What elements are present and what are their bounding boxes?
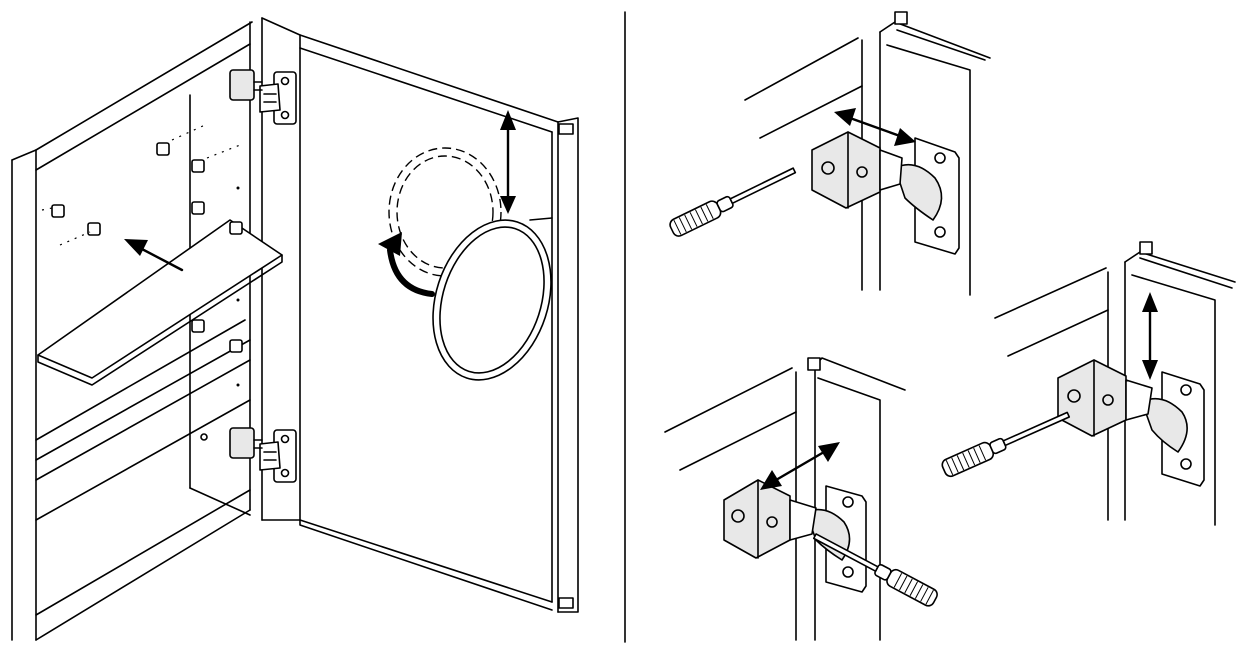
hinge-plate-icon (894, 137, 960, 255)
hinge-depth-adjustment-panel (667, 11, 991, 296)
cabinet-panel (11, 17, 579, 641)
horizontal-double-arrow-icon (834, 108, 916, 146)
screwdriver-icon (667, 161, 799, 239)
rotate-arrow-icon (378, 232, 435, 297)
glass-shelf (37, 219, 283, 386)
hinge-height-adjustment-panel (939, 241, 1236, 526)
hinge-arm-icon (1057, 359, 1153, 437)
hinge-arm-icon (723, 479, 817, 559)
magnifier-mirror-icon (388, 147, 553, 381)
shelf-pegs (41, 124, 243, 441)
horizontal-double-arrow-icon (760, 442, 840, 490)
hinge-bottom-icon (229, 427, 297, 483)
screwdriver-icon (939, 405, 1073, 480)
hinge-top-icon (229, 69, 297, 125)
vertical-double-arrow-icon (500, 110, 516, 214)
hinge-side-adjustment-panel (664, 357, 941, 641)
vertical-double-arrow-icon (1142, 292, 1158, 380)
shelf-insert-arrow-icon (124, 239, 184, 272)
hinge-arm-icon (811, 131, 903, 209)
hinge-plate-icon (1141, 371, 1205, 487)
